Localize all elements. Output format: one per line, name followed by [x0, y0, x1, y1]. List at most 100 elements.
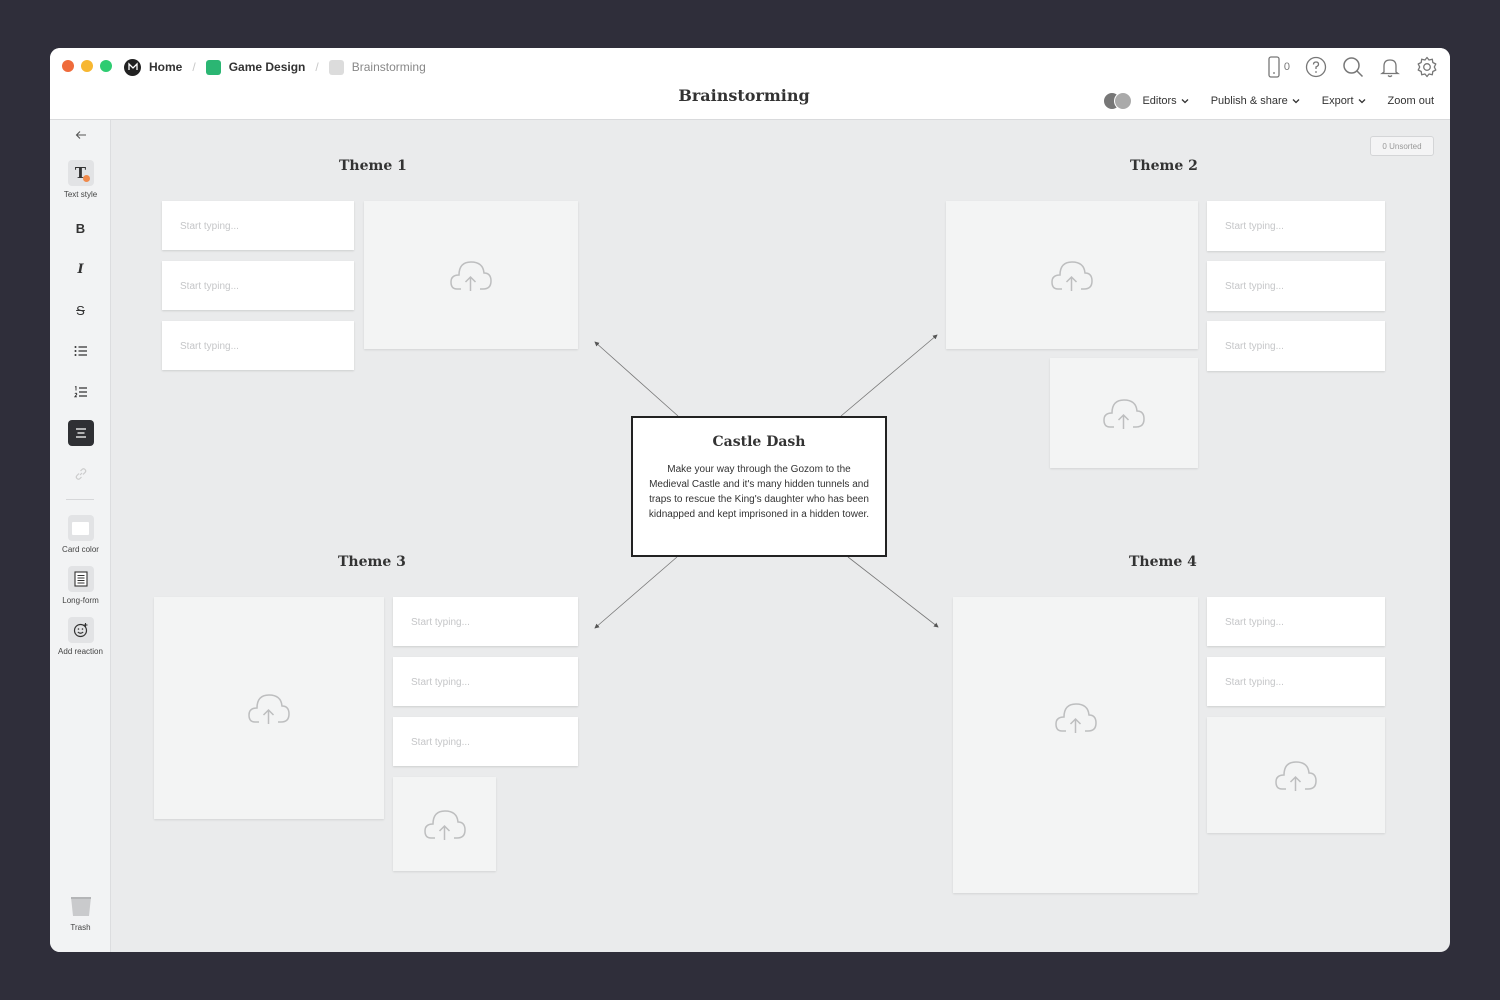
card-color-button[interactable]: Card color	[50, 515, 111, 554]
text-card[interactable]: Start typing...	[162, 201, 354, 250]
text-card[interactable]: Start typing...	[1207, 597, 1385, 646]
strikethrough-button[interactable]: S	[50, 297, 111, 323]
text-card[interactable]: Start typing...	[162, 261, 354, 310]
chevron-down-icon	[1358, 99, 1365, 104]
top-icons: 0	[1267, 55, 1438, 79]
text-card[interactable]: Start typing...	[1207, 321, 1385, 371]
settings-button[interactable]	[1416, 55, 1438, 79]
cloud-upload-icon	[1103, 399, 1145, 429]
image-upload-card[interactable]	[946, 201, 1198, 349]
close-window-button[interactable]	[62, 60, 74, 72]
breadcrumb-game-design-label: Game Design	[228, 60, 306, 74]
export-label: Export	[1321, 95, 1354, 107]
device-count: 0	[1283, 61, 1290, 73]
text-card[interactable]: Start typing...	[393, 597, 578, 646]
gear-icon	[1417, 56, 1437, 78]
theme-2-title[interactable]: Theme 2	[1130, 158, 1198, 174]
trash-label: Trash	[70, 923, 91, 932]
board-canvas[interactable]: 0 Unsorted Theme 1 Theme 2 Theme 3 Theme…	[111, 120, 1450, 952]
card-color-label: Card color	[62, 545, 99, 554]
theme-3-title[interactable]: Theme 3	[338, 554, 406, 570]
italic-button[interactable]: I	[50, 256, 111, 282]
add-reaction-button[interactable]: Add reaction	[50, 617, 111, 656]
cloud-upload-icon	[450, 261, 492, 291]
avatar	[1114, 92, 1133, 110]
text-style-button[interactable]: T Text style	[50, 160, 111, 199]
board-grey-icon	[328, 59, 344, 75]
central-idea-card[interactable]: Castle Dash Make your way through the Go…	[631, 416, 887, 557]
text-card[interactable]: Start typing...	[393, 717, 578, 766]
text-card[interactable]: Start typing...	[1207, 657, 1385, 706]
milanote-logo-icon	[124, 58, 141, 76]
text-card[interactable]: Start typing...	[1207, 261, 1385, 311]
board-menu: Editors Publish & share Export Zoom out	[1103, 92, 1434, 110]
zoom-out-button[interactable]: Zoom out	[1388, 95, 1434, 107]
export-dropdown[interactable]: Export	[1322, 95, 1366, 107]
notifications-button[interactable]	[1379, 55, 1401, 79]
search-icon	[1343, 57, 1364, 78]
image-upload-card[interactable]	[364, 201, 578, 349]
app-window: Home / Game Design / Brainstorming Brain…	[50, 48, 1450, 952]
text-card[interactable]: Start typing...	[393, 657, 578, 706]
image-upload-card[interactable]	[1050, 358, 1198, 468]
strikethrough-icon: S	[76, 302, 85, 318]
board-green-icon	[205, 59, 221, 75]
long-form-icon	[67, 566, 94, 592]
text-card[interactable]: Start typing...	[1207, 201, 1385, 251]
align-center-button[interactable]	[50, 420, 111, 446]
bulleted-list-button[interactable]	[50, 338, 111, 364]
publish-share-label: Publish & share	[1210, 95, 1288, 107]
card-color-icon	[67, 515, 94, 541]
image-upload-card[interactable]	[953, 597, 1198, 893]
breadcrumb-brainstorming-label: Brainstorming	[351, 60, 426, 74]
unsorted-button[interactable]: 0 Unsorted	[1370, 136, 1434, 156]
breadcrumb: Home / Game Design / Brainstorming	[124, 57, 426, 77]
collapse-sidebar-button[interactable]	[50, 122, 111, 148]
bold-icon: B	[75, 220, 86, 236]
breadcrumb-game-design[interactable]: Game Design	[205, 59, 306, 75]
bold-button[interactable]: B	[50, 215, 111, 241]
chevron-down-icon	[1292, 99, 1300, 104]
image-upload-card[interactable]	[1207, 717, 1385, 833]
mobile-icon	[1268, 56, 1280, 78]
trash-button[interactable]: Trash	[50, 893, 111, 932]
text-card[interactable]: Start typing...	[162, 321, 354, 370]
top-bar: Home / Game Design / Brainstorming Brain…	[50, 48, 1450, 120]
publish-share-dropdown[interactable]: Publish & share	[1211, 95, 1300, 107]
numbered-list-icon	[68, 379, 94, 405]
image-upload-card[interactable]	[154, 597, 384, 819]
long-form-button[interactable]: Long-form	[50, 566, 111, 605]
cloud-upload-icon	[1275, 761, 1317, 791]
search-button[interactable]	[1342, 55, 1364, 79]
minimize-window-button[interactable]	[81, 60, 93, 72]
theme-4-title[interactable]: Theme 4	[1129, 554, 1197, 570]
card-title: Castle Dash	[712, 434, 806, 450]
connector-arrow-theme-3	[594, 556, 678, 629]
trash-icon	[68, 893, 94, 919]
maximize-window-button[interactable]	[100, 60, 112, 72]
help-button[interactable]	[1305, 55, 1327, 79]
numbered-list-button[interactable]	[50, 379, 111, 405]
breadcrumb-home[interactable]: Home	[124, 58, 182, 76]
editors-dropdown[interactable]: Editors	[1103, 92, 1189, 110]
theme-1-title[interactable]: Theme 1	[339, 158, 407, 174]
breadcrumb-brainstorming[interactable]: Brainstorming	[328, 59, 426, 75]
editor-avatars	[1103, 92, 1133, 110]
cloud-upload-icon	[423, 810, 466, 840]
sidebar-divider	[66, 499, 94, 500]
card-body[interactable]: Make your way through the Gozom to the M…	[648, 464, 870, 520]
arrow-left-icon	[68, 122, 94, 148]
link-button[interactable]	[50, 461, 111, 487]
connector-arrow-theme-1	[594, 341, 679, 417]
image-upload-card[interactable]	[393, 777, 496, 871]
device-button[interactable]: 0	[1267, 55, 1290, 79]
add-reaction-icon	[67, 617, 94, 643]
window-controls	[62, 60, 112, 72]
text-style-label: Text style	[63, 190, 98, 199]
cloud-upload-icon	[248, 694, 290, 724]
link-icon	[68, 461, 94, 487]
connector-arrow-theme-4	[847, 556, 939, 628]
editors-label: Editors	[1142, 95, 1177, 107]
breadcrumb-separator: /	[192, 60, 196, 74]
help-icon	[1305, 56, 1327, 78]
